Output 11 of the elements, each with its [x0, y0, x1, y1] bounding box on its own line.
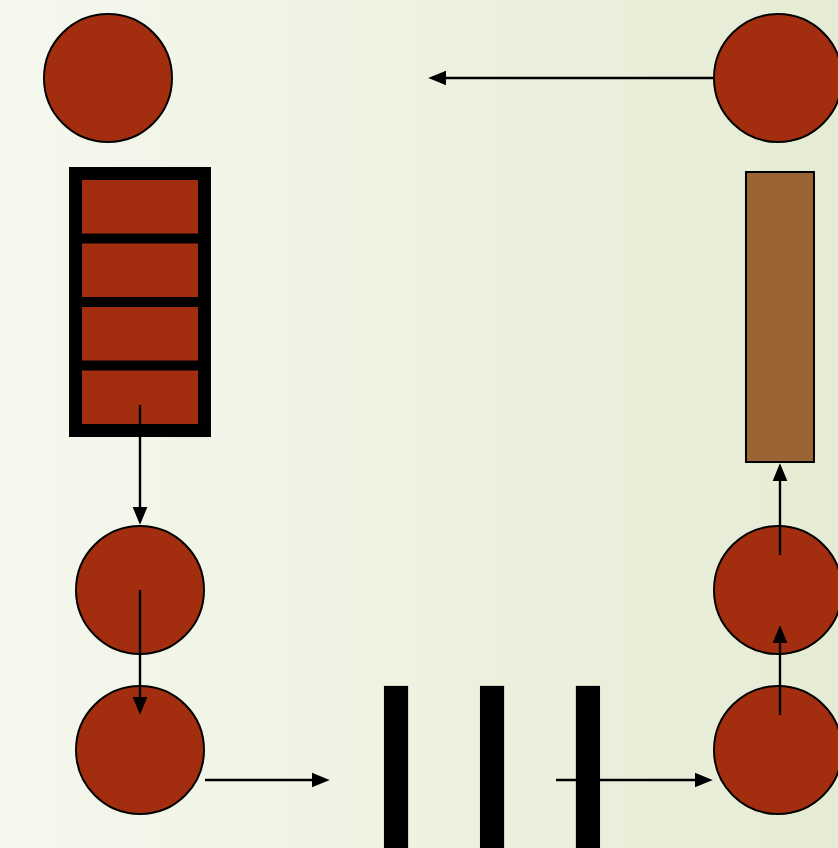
circle: [43, 13, 173, 143]
bar: [745, 171, 815, 463]
circle: [75, 685, 205, 815]
circle: [75, 525, 205, 655]
bar: [575, 685, 601, 848]
bar: [479, 685, 505, 848]
stacked-box: [69, 167, 211, 437]
circle: [713, 13, 838, 143]
circle: [713, 685, 838, 815]
circle: [713, 525, 838, 655]
bar: [383, 685, 409, 848]
